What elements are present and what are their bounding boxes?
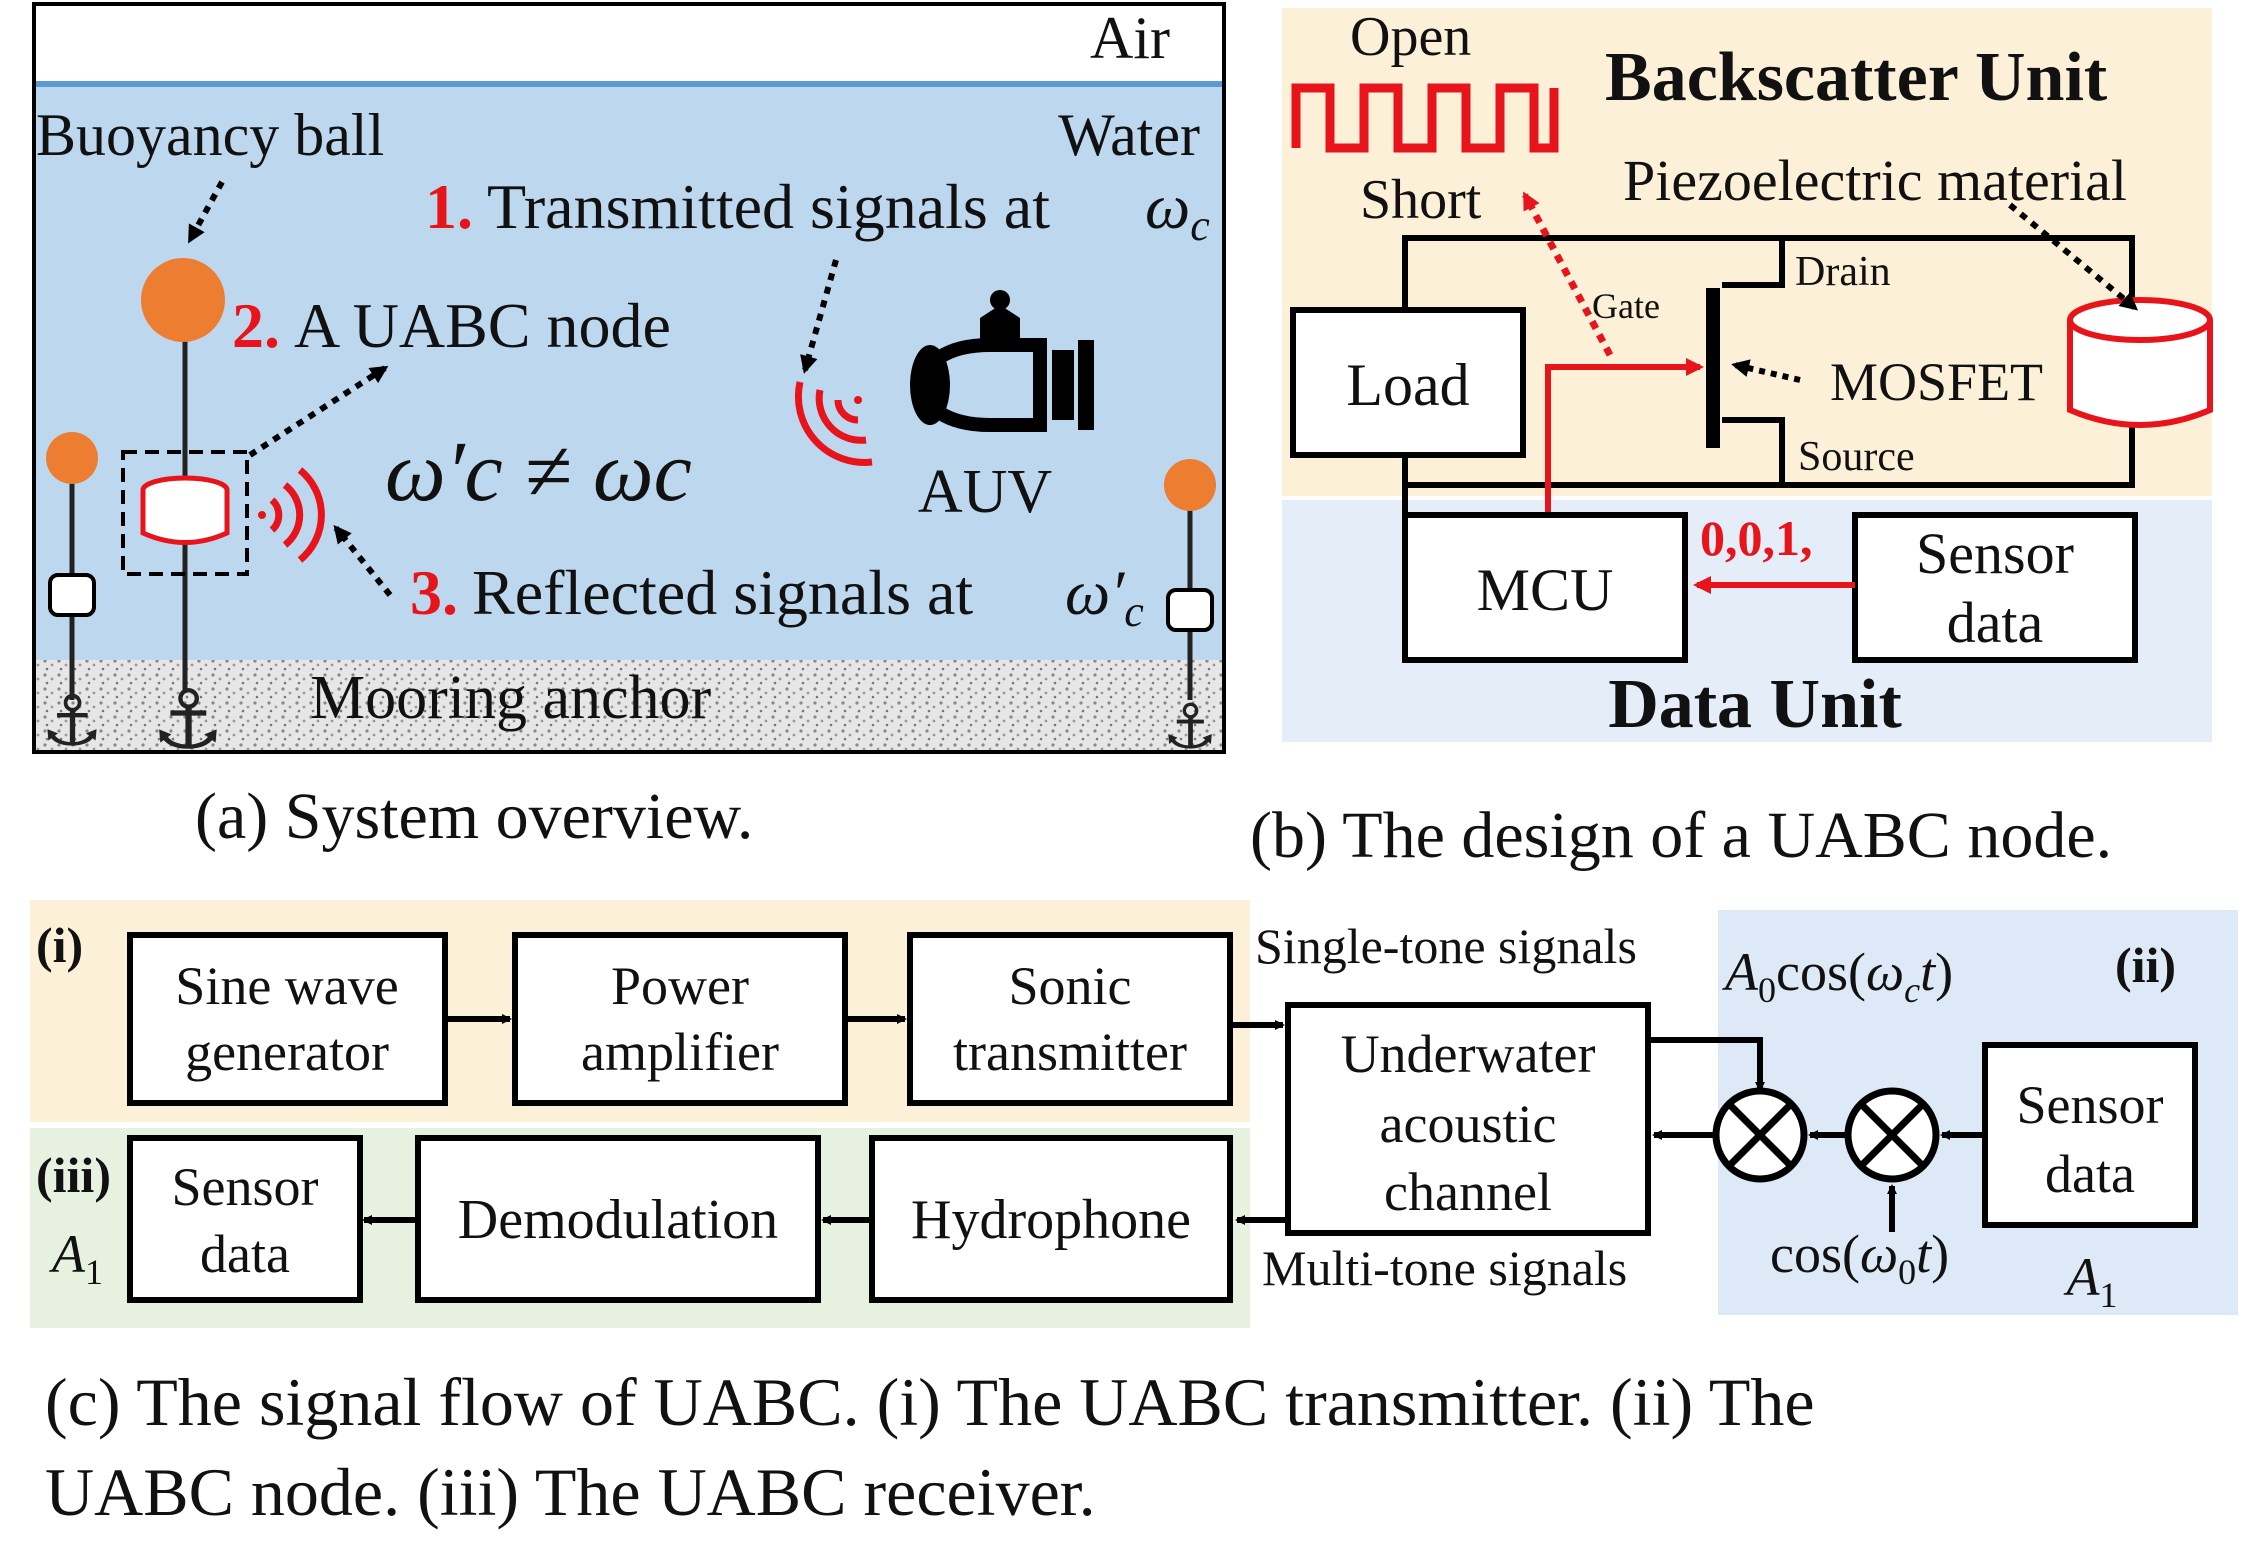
data-unit-title: Data Unit xyxy=(1608,666,1902,743)
small-buoy-left xyxy=(46,432,98,484)
step-1-label: 1.Transmitted signals at xyxy=(425,171,1050,242)
water-region xyxy=(34,82,1224,752)
square-wave-icon xyxy=(1291,83,1559,153)
buoyancy-ball xyxy=(141,258,225,342)
sonic-label-1: Sonic xyxy=(1008,956,1131,1016)
sensor-data-label-1: Sensor xyxy=(1916,521,2074,586)
piezo-label: Piezoelectric material xyxy=(1623,148,2127,213)
small-node-right xyxy=(1166,588,1214,632)
auv-label: AUV xyxy=(918,458,1053,526)
power-amplifier-box xyxy=(512,932,848,1106)
bits-label: 0,0,1, xyxy=(1700,510,1813,566)
panel-b-node-design: Open Short Backscatter Unit Piezoelectri… xyxy=(1250,6,2213,872)
label-i: (i) xyxy=(36,917,83,973)
water-label: Water xyxy=(1058,102,1200,168)
uabc-node-highlight-box xyxy=(121,450,249,576)
multi-tone-label: Multi-tone signals xyxy=(1262,1240,1627,1296)
reflected-pointer xyxy=(333,524,393,597)
step-2-label: 2.A UABC node xyxy=(232,290,671,361)
mosfet-gate-bar xyxy=(1706,288,1720,448)
short-label: Short xyxy=(1360,169,1482,231)
caption-c-line-1: (c) The signal flow of UABC. (i) The UAB… xyxy=(45,1364,1815,1440)
anchor-icon-left: ⚓ xyxy=(41,680,104,762)
sine-label-1: Sine wave xyxy=(175,956,398,1016)
sonic-transmitter-box xyxy=(907,932,1233,1106)
single-tone-label: Single-tone signals xyxy=(1255,918,1637,974)
underwater-channel-box xyxy=(1285,1002,1651,1236)
uabc-node-body xyxy=(140,490,230,545)
air-label: Air xyxy=(1090,5,1170,71)
rx-sensor-label-1: Sensor xyxy=(172,1157,319,1217)
hydrophone-label: Hydrophone xyxy=(911,1189,1191,1251)
small-node-left xyxy=(48,573,96,617)
mixer-icon-2 xyxy=(1844,1087,1940,1183)
panel-a-system-overview: Air Water Buoyancy ball ⚓ ⚓ ⚓ xyxy=(32,2,1226,853)
channel-to-mixer-wire xyxy=(1648,1037,1765,1092)
demodulation-label: Demodulation xyxy=(458,1189,778,1251)
open-label: Open xyxy=(1350,6,1471,68)
node-sensor-label-1: Sensor xyxy=(2017,1075,2164,1135)
sine-generator-box xyxy=(127,932,448,1106)
load-label: Load xyxy=(1346,352,1469,418)
piezo-cylinder xyxy=(2067,297,2213,428)
seabed xyxy=(34,660,1224,752)
transmitted-signal-waves xyxy=(794,381,873,466)
label-iii: (iii) xyxy=(36,1147,111,1203)
mcu-gate-wire xyxy=(1545,358,1704,512)
node-sensor-data-box xyxy=(1982,1042,2198,1228)
drain-label: Drain xyxy=(1795,249,1891,295)
gate-label: Gate xyxy=(1592,286,1660,326)
panel-a-border xyxy=(32,2,1226,754)
mixer-icon-1 xyxy=(1712,1087,1808,1183)
node-sensor-label-2: data xyxy=(2045,1144,2135,1204)
main-mooring: ⚓ xyxy=(121,258,249,768)
rx-sensor-data-box xyxy=(127,1135,363,1303)
left-mooring: ⚓ xyxy=(41,432,104,762)
modulation-label: cos(ω0t) xyxy=(1770,1224,1949,1292)
anchor-icon-right: ⚓ xyxy=(1162,690,1218,763)
label-ii: (ii) xyxy=(2115,937,2176,993)
channel-label-1: Underwater xyxy=(1341,1024,1596,1084)
auv-icon xyxy=(910,290,1094,432)
amp-label-2: amplifier xyxy=(581,1022,779,1082)
sonic-label-2: transmitter xyxy=(953,1022,1187,1082)
reflected-signal-waves xyxy=(258,467,325,563)
load-box xyxy=(1290,307,1526,458)
mcu-box xyxy=(1402,512,1688,663)
caption-c-line-2: UABC node. (iii) The UABC receiver. xyxy=(45,1454,1096,1530)
mosfet-label: MOSFET xyxy=(1830,352,2043,412)
transmitted-pointer xyxy=(800,259,839,374)
omega-not-equal: ω′c ≠ ωc xyxy=(385,423,692,519)
rx-sensor-label-2: data xyxy=(200,1224,290,1284)
mooring-anchor-label: Mooring anchor xyxy=(310,664,712,732)
sine-label-2: generator xyxy=(185,1022,389,1082)
air-region xyxy=(34,4,1224,82)
small-buoy-right xyxy=(1164,459,1216,511)
anchor-icon-main: ⚓ xyxy=(151,673,225,768)
amp-label-1: Power xyxy=(611,956,749,1016)
caption-b: (b) The design of a UABC node. xyxy=(1250,799,2112,872)
buoyancy-ball-label: Buoyancy ball xyxy=(36,102,384,168)
right-mooring: ⚓ xyxy=(1162,459,1218,763)
mcu-label: MCU xyxy=(1477,557,1614,623)
panel-c-signal-flow: (i) (ii) (iii) Sine wave generator Power… xyxy=(30,900,2238,1530)
buoyancy-pointer xyxy=(187,180,225,244)
step-3-label: 3.Reflected signals at xyxy=(410,557,973,628)
channel-label-2: acoustic xyxy=(1380,1094,1557,1154)
source-label: Source xyxy=(1798,434,1915,480)
sensor-data-box xyxy=(1852,512,2138,663)
caption-a: (a) System overview. xyxy=(195,780,753,853)
sensor-data-label-2: data xyxy=(1947,590,2044,655)
backscatter-unit-title: Backscatter Unit xyxy=(1605,39,2107,116)
channel-label-3: channel xyxy=(1384,1162,1552,1222)
gate-to-short-pointer xyxy=(1521,191,1614,357)
demodulation-box xyxy=(415,1135,821,1303)
rx-a1-label: A1 xyxy=(49,1224,103,1292)
